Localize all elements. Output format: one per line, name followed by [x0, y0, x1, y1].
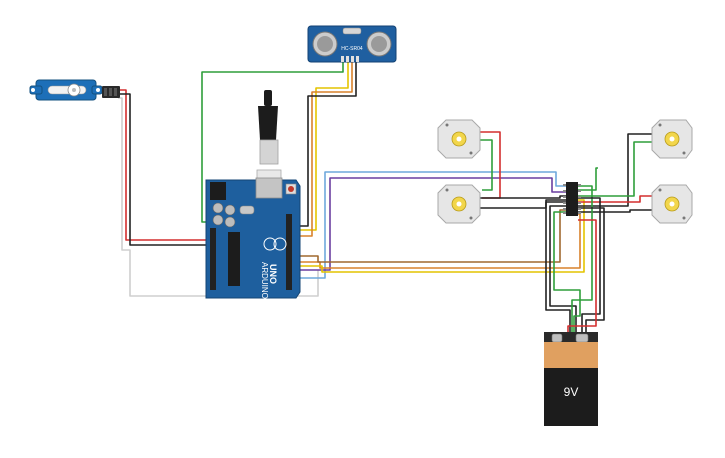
battery-9v[interactable]: 9V — [544, 332, 598, 426]
sensor-label: HC-SR04 — [341, 46, 363, 52]
power-wire-black-3[interactable] — [578, 197, 601, 332]
dc-motor-top-right[interactable] — [651, 119, 693, 159]
ultrasonic-sensor[interactable]: HC-SR04 — [307, 25, 397, 63]
board-label-uno: UNO — [268, 264, 278, 284]
motor-wire-black-right[interactable] — [578, 133, 652, 207]
signal-wire-blue[interactable] — [300, 171, 566, 279]
motor-wire-black-right-2[interactable] — [578, 209, 652, 213]
power-wire-black-4[interactable] — [578, 207, 605, 332]
sensor-wire-orange[interactable] — [300, 62, 353, 237]
dc-motor-top-left[interactable] — [437, 119, 481, 159]
servo-wire-black[interactable] — [118, 93, 210, 246]
motor-wire-green-right[interactable] — [578, 167, 598, 191]
wires — [118, 62, 652, 332]
power-wire-green-2[interactable] — [571, 185, 593, 332]
sensor-wire-green[interactable] — [201, 62, 344, 223]
signal-wire-yellow[interactable] — [300, 199, 585, 273]
servo-wire-red[interactable] — [118, 89, 210, 241]
power-wire-green-1[interactable] — [553, 211, 581, 332]
motor-driver-chip[interactable] — [563, 182, 581, 216]
servo-wire-gray[interactable] — [118, 97, 319, 297]
usb-cable[interactable] — [256, 90, 282, 193]
signal-wire-brown[interactable] — [300, 209, 566, 263]
motor-wire-green-top-left[interactable] — [478, 139, 493, 191]
motor-wire-green-right-top[interactable] — [578, 141, 652, 197]
motor-wire-red-top-left[interactable] — [478, 131, 501, 199]
dc-motor-bottom-right[interactable] — [651, 184, 693, 224]
dc-motor-bottom-left[interactable] — [437, 184, 481, 224]
servo-motor[interactable] — [29, 79, 120, 101]
signal-wire-purple[interactable] — [300, 177, 566, 271]
board-label-arduino: ARDUINO — [260, 262, 269, 299]
power-wire-red[interactable] — [567, 219, 597, 332]
power-wire-black-2[interactable] — [549, 205, 577, 332]
sensor-wire-black[interactable] — [300, 62, 357, 227]
sensor-wire-yellow[interactable] — [300, 62, 349, 231]
battery-label: 9V — [564, 385, 579, 399]
arduino-uno-board[interactable]: ARDUINO UNO — [205, 177, 301, 299]
signal-wire-orange[interactable] — [300, 213, 581, 269]
power-wire-black-1[interactable] — [545, 201, 571, 332]
motor-wire-red-right[interactable] — [578, 195, 652, 203]
motor-wire-black-left-2[interactable] — [478, 195, 566, 199]
